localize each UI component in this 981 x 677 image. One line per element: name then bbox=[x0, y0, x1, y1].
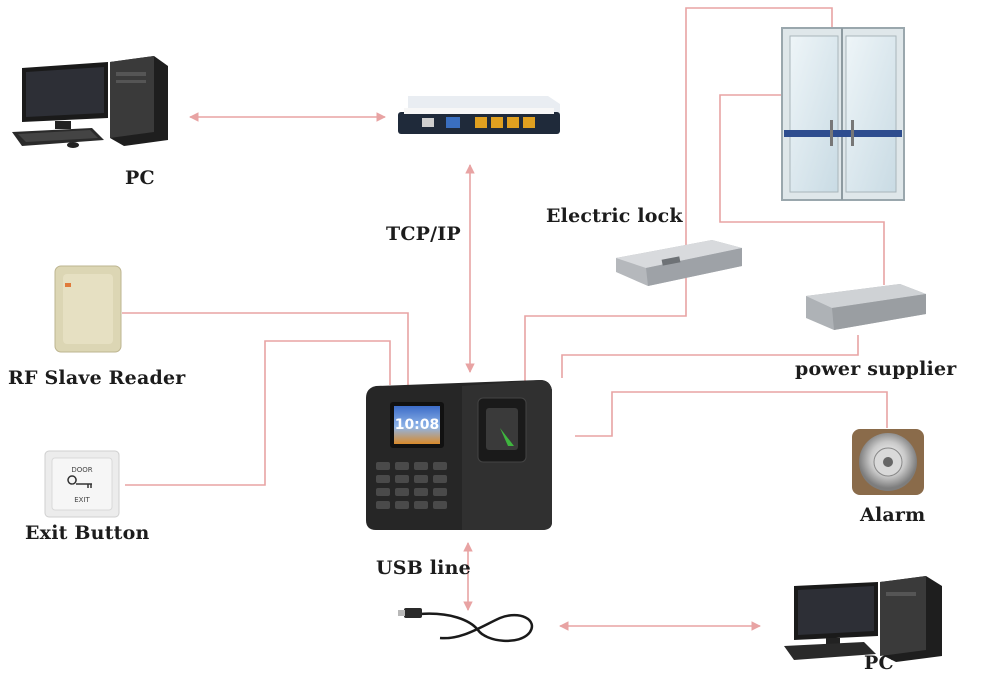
terminal-clock: 10:08 bbox=[395, 417, 440, 433]
electric-lock-icon bbox=[616, 240, 742, 286]
exit-button-link bbox=[125, 340, 391, 486]
terminal-power-link bbox=[561, 335, 859, 378]
label-alarm: Alarm bbox=[860, 504, 926, 526]
label-pc-bottom: PC bbox=[864, 652, 894, 674]
connection-lines bbox=[122, 7, 888, 631]
terminal-alarm-link bbox=[575, 391, 888, 437]
alarm-bell-icon bbox=[852, 429, 924, 495]
pc-top-icon bbox=[12, 56, 168, 148]
exit-button-icon: DOOR EXIT bbox=[44, 450, 120, 518]
usb-cable-icon bbox=[398, 608, 534, 643]
label-usb-line: USB line bbox=[376, 557, 471, 579]
power-supplier-icon bbox=[806, 284, 926, 330]
pc-bottom-icon bbox=[784, 576, 942, 662]
exit-button-top-text: DOOR bbox=[71, 466, 92, 474]
door-lock-link bbox=[524, 7, 833, 385]
label-rf-slave-reader: RF Slave Reader bbox=[8, 367, 186, 389]
exit-button-bottom-text: EXIT bbox=[74, 496, 90, 504]
label-exit-button: Exit Button bbox=[25, 522, 150, 544]
glass-door-icon bbox=[781, 27, 905, 201]
terminal-keypad bbox=[376, 462, 447, 509]
label-pc-top: PC bbox=[125, 167, 155, 189]
rf-reader-icon bbox=[54, 265, 122, 353]
label-tcp-ip: TCP/IP bbox=[386, 223, 461, 245]
attendance-terminal-icon: 10:08 bbox=[366, 380, 552, 530]
router-icon bbox=[398, 96, 560, 134]
rf-reader-link bbox=[122, 312, 409, 385]
label-electric-lock: Electric lock bbox=[546, 205, 683, 227]
door-power-link bbox=[719, 94, 885, 285]
label-power-supplier: power supplier bbox=[795, 358, 957, 380]
